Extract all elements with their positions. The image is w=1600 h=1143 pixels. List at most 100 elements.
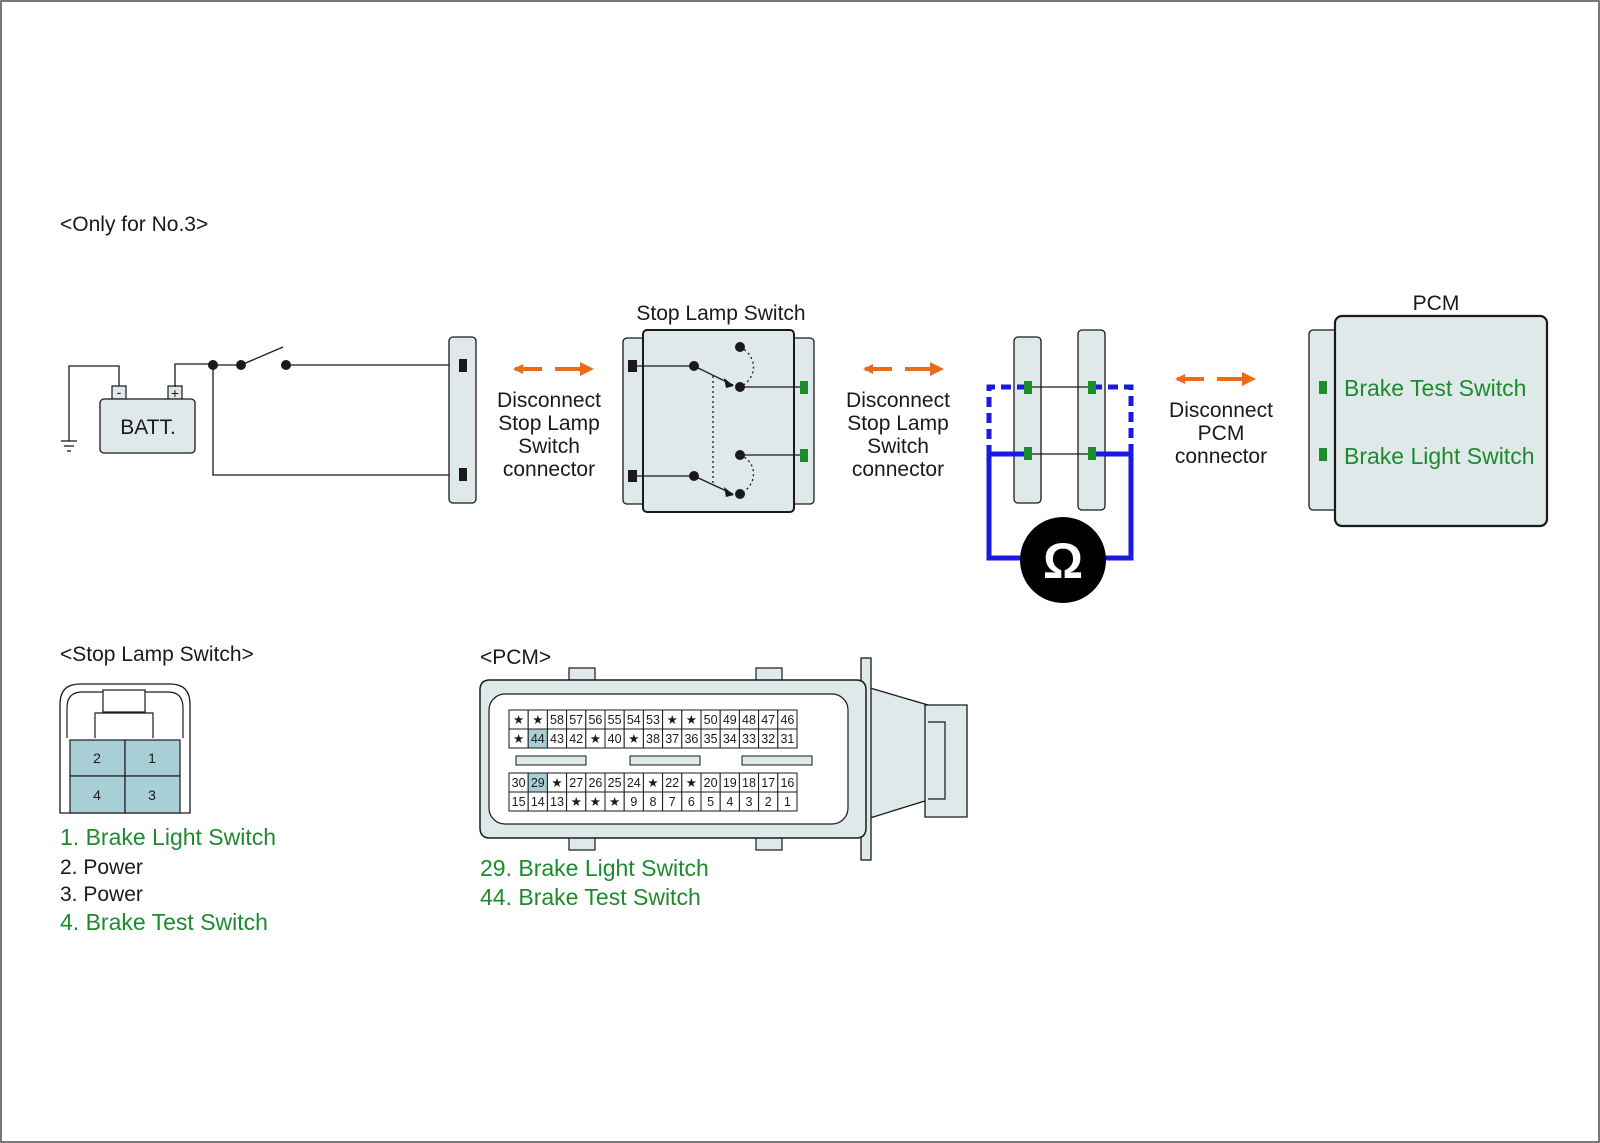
harness-connector-1 [448, 336, 477, 504]
pcm-pin-number: ★ [647, 776, 658, 790]
pcm-pin-cell [777, 728, 798, 749]
ground-icon [61, 440, 77, 452]
pcm-pin-number: 5 [707, 795, 714, 809]
connector-pin-green [1088, 447, 1096, 460]
pcm-pin-number: 58 [550, 713, 564, 727]
ohmmeter-test: Ω [986, 329, 1134, 603]
svg-text:Disconnect: Disconnect [1169, 399, 1273, 422]
ignition-switch-blade [240, 346, 284, 366]
pcm-pin-number: 49 [723, 713, 737, 727]
pcm-pin-number: ★ [590, 795, 601, 809]
stop-lamp-switch-title: Stop Lamp Switch [636, 302, 805, 325]
disconnect-arrow-2 [863, 362, 944, 376]
pcm-pin-number: 30 [512, 776, 526, 790]
pcm-pin-number: 25 [608, 776, 622, 790]
pcm-pin-number: 24 [627, 776, 641, 790]
svg-text:Stop Lamp: Stop Lamp [498, 412, 600, 435]
disconnect-label-1: Disconnect Stop Lamp Switch connector [497, 389, 601, 481]
pcm-pin-number: 38 [646, 732, 660, 746]
pin-cell [69, 739, 126, 777]
pin-cell [124, 775, 181, 814]
stop-lamp-connector-view: <Stop Lamp Switch> 2 1 4 3 1. Brake Ligh… [59, 643, 276, 935]
connector-pin-green [1319, 381, 1327, 394]
connector-pin-green [1024, 447, 1032, 460]
switch-terminal-dot [735, 450, 745, 460]
pcm-pin-number: 15 [512, 795, 526, 809]
pin-number: 2 [93, 750, 101, 766]
wire-to-connector-bottom [212, 365, 458, 476]
connector-pin-green [1088, 381, 1096, 394]
battery-positive-wire [174, 363, 213, 387]
switch-terminal-dot [689, 471, 699, 481]
pcm-pin-number: 4 [726, 795, 733, 809]
pcm-pin-number: ★ [513, 713, 524, 727]
pcm-pin-number: 42 [569, 732, 583, 746]
pcm-pin-number: 6 [688, 795, 695, 809]
pcm-pin-number: 14 [531, 795, 545, 809]
pcm-pin-number: 55 [608, 713, 622, 727]
pcm-pin-number: 32 [761, 732, 775, 746]
pcm-pin-number: 26 [588, 776, 602, 790]
connector-pin [459, 359, 467, 372]
pcm-pin-number: 1 [784, 795, 791, 809]
connector-pin-green [1319, 448, 1327, 461]
pcm-pin-number: 18 [742, 776, 756, 790]
pcm-pin-number: 34 [723, 732, 737, 746]
disconnect-label-2: Disconnect Stop Lamp Switch connector [846, 389, 950, 481]
pcm-pin-number: 36 [684, 732, 698, 746]
switch-terminal-dot [735, 342, 745, 352]
pcm-pin-number: 48 [742, 713, 756, 727]
pcm-pin-number: 37 [665, 732, 679, 746]
ohmmeter-icon [1020, 517, 1106, 603]
pcm-pin-number: ★ [686, 713, 697, 727]
svg-text:connector: connector [1175, 445, 1267, 468]
pcm-pin-number: ★ [551, 776, 562, 790]
pin-cell [124, 739, 181, 777]
legend-item: 3. Power [60, 883, 143, 906]
stop-lamp-connector-title: <Stop Lamp Switch> [60, 643, 254, 666]
pcm-pin-number: ★ [686, 776, 697, 790]
stop-lamp-switch-body [642, 329, 795, 513]
pcm-pin-number: 46 [780, 713, 794, 727]
pcm-pin-brake-test-switch: Brake Test Switch [1344, 375, 1526, 401]
connector-pin [628, 470, 637, 482]
pin-cell [69, 775, 126, 814]
battery-label: BATT. [120, 416, 176, 439]
pcm-module: PCM Brake Test Switch Brake Light Switch [1308, 292, 1549, 528]
harness-connector-3 [1077, 329, 1106, 511]
legend-item: 29. Brake Light Switch [480, 855, 709, 881]
disconnect-arrow-1 [513, 362, 594, 376]
pcm-pin-number: 19 [723, 776, 737, 790]
pcm-pin-number: ★ [628, 732, 639, 746]
svg-text:connector: connector [503, 458, 595, 481]
disconnect-arrow-3 [1175, 372, 1256, 386]
pcm-pin-number: 40 [608, 732, 622, 746]
pcm-pin-number: 8 [650, 795, 657, 809]
pcm-pin-number: 29 [531, 776, 545, 790]
harness-connector-2 [1013, 336, 1042, 504]
pcm-pin-number: 16 [780, 776, 794, 790]
pcm-pin-number: 50 [704, 713, 718, 727]
battery-minus-sign: - [117, 384, 122, 400]
pcm-pin-number: 22 [665, 776, 679, 790]
switch-terminal-dot [735, 382, 745, 392]
battery-plus-sign: + [171, 385, 179, 401]
pcm-pin-brake-light-switch: Brake Light Switch [1344, 443, 1534, 469]
connector-pin-green [800, 381, 808, 394]
pcm-pin-number: 44 [531, 732, 545, 746]
battery-icon [99, 398, 196, 454]
pin-number: 3 [148, 787, 156, 803]
svg-text:Switch: Switch [867, 435, 929, 458]
pcm-pin-number: 2 [765, 795, 772, 809]
svg-text:Switch: Switch [518, 435, 580, 458]
wire-junction-dot [208, 360, 218, 370]
pcm-pin-number: 20 [704, 776, 718, 790]
legend-item: 1. Brake Light Switch [60, 824, 276, 850]
pin-number: 1 [148, 750, 156, 766]
switch-terminal-dot [689, 361, 699, 371]
pcm-pin-number: 57 [569, 713, 583, 727]
pcm-pin-number: ★ [571, 795, 582, 809]
connector-pin [459, 468, 467, 481]
